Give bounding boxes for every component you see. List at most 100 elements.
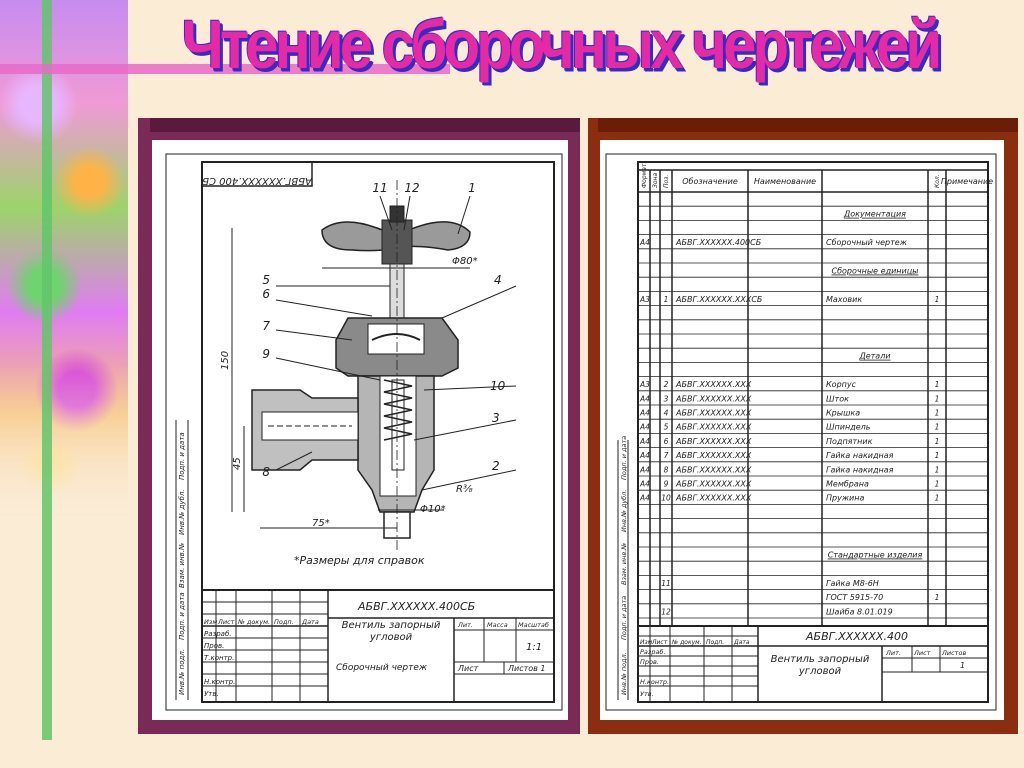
spec-cell-qty: 1 xyxy=(935,593,940,602)
stamp-row-tkontr: Т.контр. xyxy=(204,654,234,662)
spec-margin-inv-dubl: Инв.№ дубл. xyxy=(620,490,628,532)
spec-cell-qty: 1 xyxy=(935,480,940,489)
spec-cell-qty: 1 xyxy=(935,494,940,503)
spec-grid xyxy=(638,169,988,626)
dim-w75: 75* xyxy=(312,518,330,529)
spec-cell-designation: АБВГ.XXXXXX.XXX xyxy=(675,494,752,503)
spec-cell-pos: 5 xyxy=(664,423,669,432)
spec-stamp-col-data: Дата xyxy=(733,639,750,646)
spec-stamp-sheets: Листов xyxy=(941,649,966,657)
balloon-5: 5 xyxy=(262,273,270,287)
spec-cell-designation: АБВГ.XXXXXX.XXX xyxy=(675,451,752,460)
spec-cell-name: Шток xyxy=(826,394,849,403)
spec-cell-pos: 10 xyxy=(661,494,671,503)
spec-cell-name: Маховик xyxy=(826,295,862,304)
stamp-code: АБВГ.XXXXXX.400СБ xyxy=(357,600,475,613)
spec-stamp-lit: Лит. xyxy=(885,649,901,657)
right-title-block: Изм Лист № докум. Подп. Дата Разраб. Про… xyxy=(637,625,989,703)
spec-cell-name: Шайба 8.01.019 xyxy=(826,607,893,616)
spec-cell-pos: 4 xyxy=(664,409,669,418)
spec-header-format: Формат xyxy=(641,163,648,188)
spec-cell-qty: 1 xyxy=(935,380,940,389)
balloon-9: 9 xyxy=(262,347,270,361)
spec-cell-pos: 9 xyxy=(664,480,669,489)
dim-h45: 45 xyxy=(232,457,243,470)
spec-cell-name: Сборочные единицы xyxy=(832,267,919,276)
page-title: Чтение сборочных чертежей xyxy=(181,5,943,83)
spec-header-designation: Обозначение xyxy=(682,177,738,186)
spec-cell-pos: 11 xyxy=(661,579,671,588)
balloon-3: 3 xyxy=(492,411,500,425)
spec-cell-designation: АБВГ.XXXXXX.XXX xyxy=(675,480,752,489)
dimensions: Φ80* 150 45 R³⁄₈ Φ10* 75* xyxy=(220,228,478,529)
spec-margin-vzam: Взам. инв.№ xyxy=(620,543,628,585)
spec-cell-name: Подпятник xyxy=(826,437,873,446)
margin-label-vzam: Взам. инв.№ xyxy=(178,543,186,588)
sheet-border xyxy=(165,153,563,711)
spec-cell-name: Гайка накидная xyxy=(826,465,894,474)
spec-cell-format: А4 xyxy=(639,423,650,432)
stamp-doc-type: Сборочный чертеж xyxy=(336,663,428,673)
spec-cell-name: Мембрана xyxy=(826,480,869,489)
specification-table: Инв.№ подл. Подп. и дата Взам. инв.№ Инв… xyxy=(605,153,997,711)
balloon-1: 1 xyxy=(468,181,476,195)
right-sheet-frame-top xyxy=(598,118,1018,132)
assembly-drawing-sheet: АБВГ.XXXXXX.400 СБ Инв.№ подл. Подп. и д… xyxy=(152,140,568,720)
spec-cell-format: А4 xyxy=(639,465,650,474)
spec-header-note: Примечание xyxy=(941,177,993,186)
spec-cell-pos: 3 xyxy=(664,394,669,403)
stamp-row-prov: Пров. xyxy=(204,642,224,650)
balloon-6: 6 xyxy=(262,287,270,301)
spec-stamp-row-utv: Утв. xyxy=(640,690,654,698)
spec-cell-pos: 7 xyxy=(664,451,669,460)
spec-stamp-col-doc: № докум. xyxy=(671,639,702,646)
dim-r: R³⁄₈ xyxy=(456,484,473,495)
spec-cell-name: Гайка накидная xyxy=(826,451,894,460)
spec-cell-designation: АБВГ.XXXXXX.XXX xyxy=(675,465,752,474)
balloon-12: 12 xyxy=(404,181,419,195)
stamp-lit: Лит. xyxy=(457,621,473,629)
stamp-col-podp: Подп. xyxy=(274,618,294,626)
dim-d10: Φ10* xyxy=(420,504,446,515)
stamp-scale-label: Масштаб xyxy=(518,621,549,629)
spec-header-name: Наименование xyxy=(754,177,816,186)
spec-cell-pos: 1 xyxy=(664,295,669,304)
stamp-sheets: Листов 1 xyxy=(507,664,546,673)
balloon-2: 2 xyxy=(492,459,500,473)
spec-stamp-name-container: Вентиль запорный угловой xyxy=(771,654,870,677)
stamp-name: Вентиль запорный угловой xyxy=(341,620,441,643)
stamp-scale: 1:1 xyxy=(526,642,542,653)
spec-stamp-row-prov: Пров. xyxy=(640,658,659,666)
spec-cell-name: Крышка xyxy=(826,409,860,418)
spec-cell-pos: 8 xyxy=(664,465,669,474)
spec-cell-designation: АБВГ.XXXXXX.XXX xyxy=(675,380,752,389)
decorative-vertical-line xyxy=(42,0,52,740)
stamp-col-izm: Изм xyxy=(204,618,217,626)
margin-label-podp-data-2: Подп. и дата xyxy=(178,432,186,480)
spec-cell-qty: 1 xyxy=(935,295,940,304)
stamp-row-razrab: Разраб. xyxy=(204,630,232,638)
balloon-8: 8 xyxy=(262,465,270,479)
stamp-row-nkontr: Н.контр. xyxy=(204,678,235,686)
spec-cell-pos: 12 xyxy=(661,607,671,616)
spec-cell-format: А4 xyxy=(639,494,650,503)
stamp-sheet: Лист xyxy=(457,664,479,673)
spec-cell-qty: 1 xyxy=(935,423,940,432)
balloon-4: 4 xyxy=(494,273,502,287)
spec-cell-format: А4 xyxy=(639,238,650,247)
spec-cell-qty: 1 xyxy=(935,465,940,474)
spec-cell-format: А4 xyxy=(639,437,650,446)
rotated-code-box xyxy=(201,161,313,187)
spec-stamp-row-nkontr: Н.контр. xyxy=(640,678,669,686)
spec-stamp-sheet: Лист xyxy=(913,649,931,657)
assembly-drawing: АБВГ.XXXXXX.400 СБ Инв.№ подл. Подп. и д… xyxy=(165,153,563,711)
spec-stamp-col-list: Лист xyxy=(651,639,668,646)
spec-cell-qty: 1 xyxy=(935,394,940,403)
spec-cell-name: Детали xyxy=(858,352,890,361)
spec-cell-designation: АБВГ.XXXXXX.XXX xyxy=(675,423,752,432)
spec-cell-format: А4 xyxy=(639,451,650,460)
spec-cell-name: Шпиндель xyxy=(826,423,871,432)
spec-sheet-border xyxy=(605,153,997,711)
